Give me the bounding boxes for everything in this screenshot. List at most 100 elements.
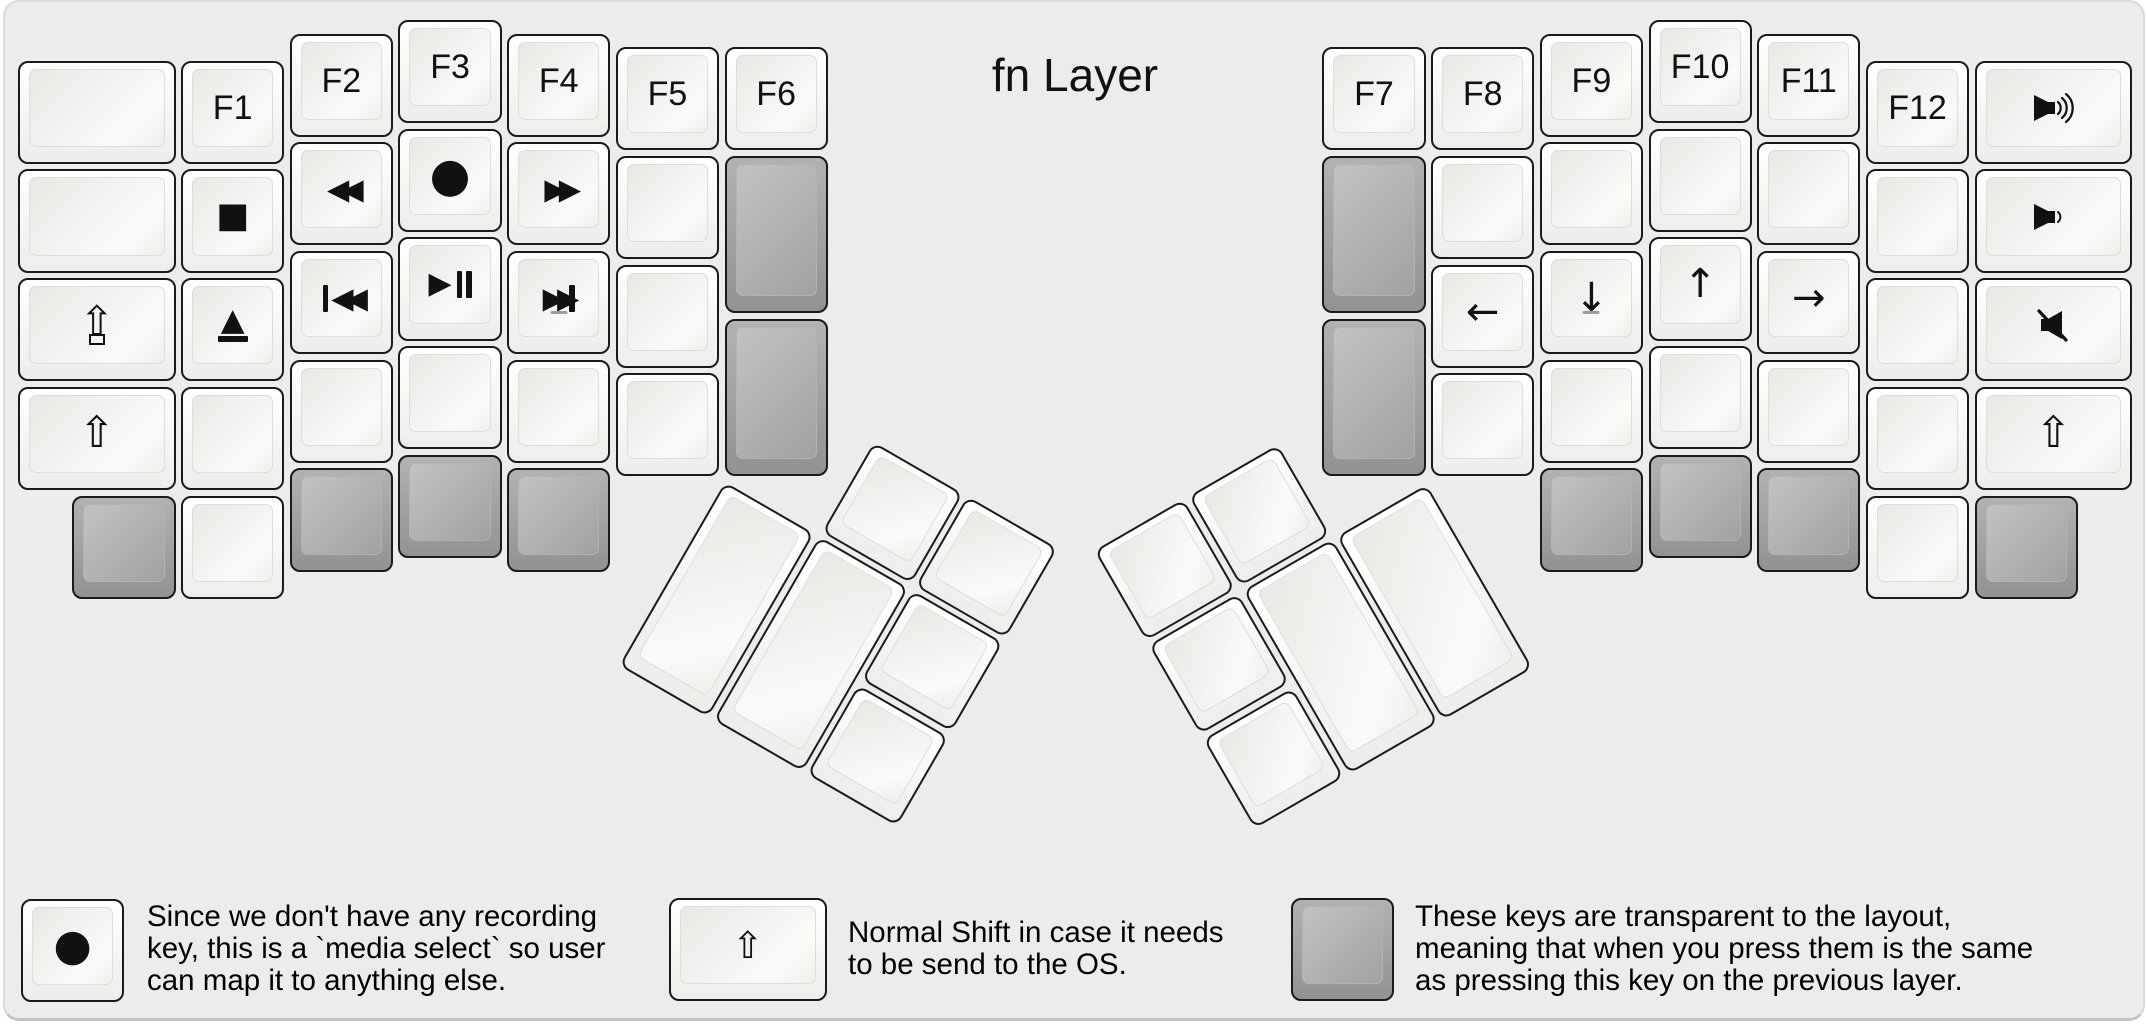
shift-icon: ⇧ xyxy=(78,408,115,459)
key-transparent-lb5[interactable] xyxy=(507,468,611,572)
keycap-surface xyxy=(879,603,989,712)
key-blank-rb4[interactable] xyxy=(1865,495,1970,599)
key-blank-lb2[interactable] xyxy=(181,495,285,599)
key-f3[interactable]: F3 xyxy=(398,20,502,124)
key-transparent-lb3[interactable] xyxy=(289,468,393,572)
key-arrow-left[interactable]: ← xyxy=(1431,264,1535,368)
key-transparent-lb4[interactable] xyxy=(398,454,502,558)
key-f2[interactable]: F2 xyxy=(289,33,393,137)
key-blank-l5r2[interactable] xyxy=(615,155,720,260)
keycap-surface xyxy=(1985,68,2122,147)
key-transparent-l6b[interactable] xyxy=(724,318,828,477)
key-rewind[interactable]: ◀◀ xyxy=(289,142,393,246)
volume-up-icon xyxy=(2031,90,2075,126)
key-f5[interactable]: F5 xyxy=(615,47,720,151)
key-volume-up[interactable] xyxy=(1974,60,2133,164)
key-volume-down[interactable] xyxy=(1974,169,2133,273)
keycap-surface xyxy=(1333,326,1415,460)
key-transparent-l6a[interactable] xyxy=(724,155,828,314)
key-play-pause[interactable]: ▶ xyxy=(398,237,502,341)
key-next-track[interactable]: ▶▶ xyxy=(507,250,611,355)
keycap-surface xyxy=(192,394,274,474)
key-f1[interactable]: F1 xyxy=(181,60,285,164)
key-blank-l2r4[interactable] xyxy=(289,359,393,463)
key-transparent-r6b[interactable] xyxy=(1322,318,1426,477)
key-label: F3 xyxy=(430,48,470,87)
key-blank-l1r4[interactable] xyxy=(181,386,285,491)
key-mute[interactable] xyxy=(1974,278,2133,382)
key-blank-r3r4[interactable] xyxy=(1648,346,1752,450)
key-f6[interactable]: F6 xyxy=(724,47,828,151)
keycap-surface xyxy=(409,462,491,541)
key-transparent-rb3[interactable] xyxy=(1757,468,1861,572)
key-blank-r5r4[interactable] xyxy=(1431,373,1535,477)
key-label: F1 xyxy=(212,88,253,127)
keycap-surface: ← xyxy=(1442,272,1524,351)
key-blank-l0r1[interactable] xyxy=(18,60,176,164)
key-transparent-r6a[interactable] xyxy=(1322,155,1426,314)
key-blank-r5r2[interactable] xyxy=(1431,155,1535,260)
keycap-surface xyxy=(1162,605,1272,715)
play-pause-icon: ▶ xyxy=(428,269,472,299)
key-blank-r1r3[interactable] xyxy=(1865,278,1970,382)
key-blank-l5r4[interactable] xyxy=(615,373,720,477)
shift-icon: ⇧ xyxy=(2035,408,2072,459)
arrow-up-icon: ↑ xyxy=(1683,261,1717,308)
key-stop[interactable]: ■ xyxy=(181,169,285,273)
key-blank-l3r4[interactable] xyxy=(398,346,502,450)
keycap-surface xyxy=(1985,177,2122,256)
keycap-surface xyxy=(1302,906,1384,985)
key-blank-l4r4[interactable] xyxy=(507,359,611,463)
keycap-surface: ▲ xyxy=(192,286,274,365)
key-f10[interactable]: F10 xyxy=(1648,20,1752,124)
key-blank-r1r2[interactable] xyxy=(1865,169,1970,273)
key-f7[interactable]: F7 xyxy=(1322,47,1426,151)
key-legend-shift[interactable]: ⇧ xyxy=(669,898,827,1002)
key-blank-r2r4[interactable] xyxy=(1757,359,1861,463)
key-blank-l0r2[interactable] xyxy=(18,169,176,273)
key-f9[interactable]: F9 xyxy=(1539,33,1643,137)
key-f4[interactable]: F4 xyxy=(507,33,611,137)
key-shift-right[interactable]: ⇧ xyxy=(1974,386,2133,491)
key-transparent-lb1[interactable] xyxy=(72,495,176,599)
key-shift-lock[interactable]: ⇧ xyxy=(18,278,176,382)
key-blank-r1r4[interactable] xyxy=(1865,386,1970,491)
key-blank-r3r2[interactable] xyxy=(1648,128,1752,232)
key-f8[interactable]: F8 xyxy=(1431,47,1535,151)
key-prev-track[interactable]: ◀◀ xyxy=(289,250,393,355)
key-arrow-down[interactable]: ↓ xyxy=(1539,250,1643,355)
keycap-surface: F8 xyxy=(1442,55,1524,134)
keycap-surface: F12 xyxy=(1876,68,1959,147)
key-transparent-rb1[interactable] xyxy=(1539,468,1643,572)
keycap-surface xyxy=(1876,177,1959,256)
homing-dash xyxy=(1582,310,1600,315)
key-transparent-rb5[interactable] xyxy=(1974,495,2078,599)
keycap-surface xyxy=(1550,476,1632,555)
keycap-surface xyxy=(1216,699,1326,809)
prev-track-icon: ◀◀ xyxy=(322,283,368,313)
arrow-right-icon: → xyxy=(1792,275,1826,322)
fast-forward-icon: ▶▶ xyxy=(544,171,581,206)
key-arrow-right[interactable]: → xyxy=(1757,250,1861,355)
keycap-surface xyxy=(626,272,709,351)
key-transparent-rb2[interactable] xyxy=(1648,454,1752,558)
key-arrow-up[interactable]: ↑ xyxy=(1648,237,1752,341)
keycap-surface xyxy=(518,367,600,446)
key-record-media-select[interactable]: ● xyxy=(398,128,502,232)
key-legend-record[interactable]: ● xyxy=(21,899,125,1003)
key-f12[interactable]: F12 xyxy=(1865,60,1970,164)
key-eject[interactable]: ▲ xyxy=(181,278,285,382)
volume-down-icon xyxy=(2031,199,2075,235)
key-shift-left[interactable]: ⇧ xyxy=(18,386,176,491)
key-f11[interactable]: F11 xyxy=(1757,33,1861,137)
key-blank-r2r2[interactable] xyxy=(1757,142,1861,246)
keycap-surface xyxy=(1876,394,1959,474)
key-legend-transparent[interactable] xyxy=(1291,898,1395,1002)
keycap-surface: ⇧ xyxy=(29,286,165,365)
key-blank-r4r2[interactable] xyxy=(1539,142,1643,246)
key-blank-r4r4[interactable] xyxy=(1539,359,1643,463)
keycap-surface: ▶▶ xyxy=(518,150,600,229)
key-fast-forward[interactable]: ▶▶ xyxy=(507,142,611,246)
key-blank-l5r3[interactable] xyxy=(615,264,720,368)
keycap-surface: F5 xyxy=(626,55,709,134)
